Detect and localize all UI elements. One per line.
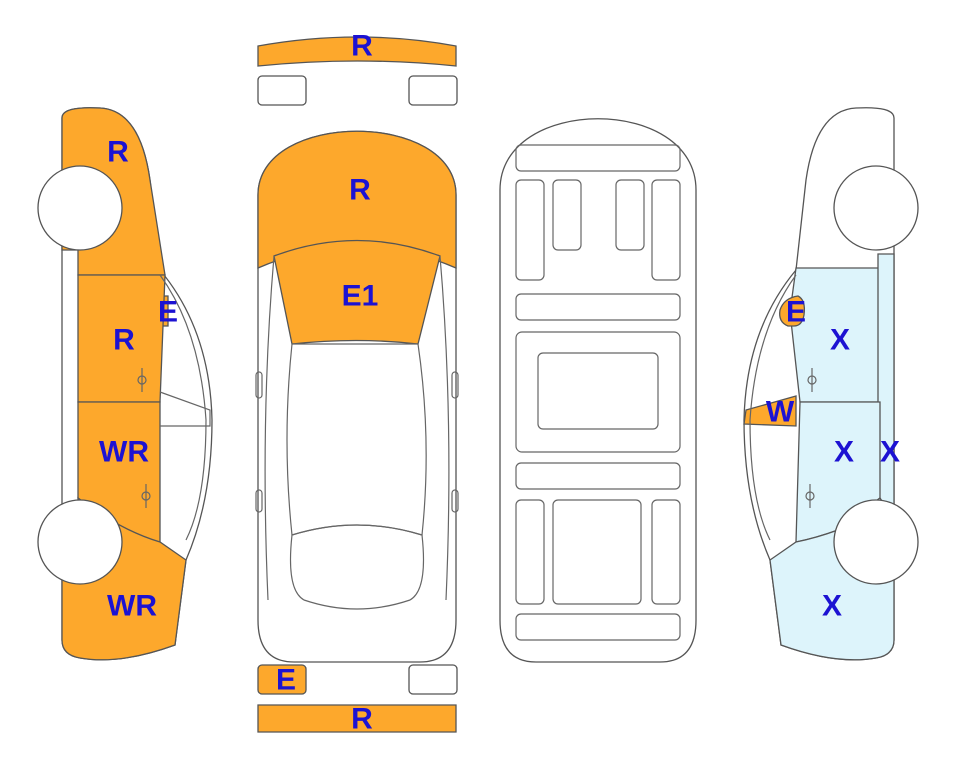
- right-mirror-top: [451, 371, 459, 399]
- left-rear-wheel[interactable]: [37, 499, 123, 585]
- left-pillar-line: [159, 274, 207, 541]
- label-rear-bumper: R: [351, 703, 373, 736]
- rear-left-lamp[interactable]: [257, 664, 307, 695]
- front-bumper[interactable]: [257, 36, 457, 67]
- left-window-line: [159, 391, 211, 427]
- left-handle-top: [255, 489, 263, 513]
- underbody-center-outer: [515, 331, 681, 453]
- underbody-mid-bar: [515, 293, 681, 321]
- underbody-center-inner: [537, 352, 659, 430]
- label-left-mirror: E: [158, 296, 178, 329]
- rear-window-outline: [289, 524, 425, 610]
- left-mirror-top: [255, 371, 263, 399]
- label-right-rear-quarter: X: [822, 590, 842, 623]
- label-right-pillar: X: [880, 436, 900, 469]
- front-left-lamp[interactable]: [257, 75, 307, 106]
- front-right-lamp[interactable]: [408, 75, 458, 106]
- underbody-seat-left: [552, 179, 582, 251]
- label-right-front-window: W: [766, 396, 795, 429]
- label-hood: R: [349, 174, 371, 207]
- right-handle-top: [451, 489, 459, 513]
- rear-right-lamp[interactable]: [408, 664, 458, 695]
- right-rear-wheel[interactable]: [833, 499, 919, 585]
- label-right-mirror: E: [786, 296, 806, 329]
- left-side-outline: [264, 255, 275, 601]
- right-mirror[interactable]: [779, 295, 806, 327]
- underbody-rear-center: [552, 499, 642, 605]
- label-left-front-door: R: [113, 324, 135, 357]
- label-right-rear-door: X: [834, 436, 854, 469]
- left-front-wheel[interactable]: [37, 165, 123, 251]
- right-front-window[interactable]: [743, 395, 797, 427]
- underbody-rear-right: [651, 499, 681, 605]
- label-right-front-door: X: [830, 324, 850, 357]
- underbody-seat-right: [615, 179, 645, 251]
- label-windshield: E1: [342, 280, 379, 313]
- right-front-wheel[interactable]: [833, 165, 919, 251]
- underbody-left-front: [515, 179, 545, 281]
- underbody-rear-panel: [515, 613, 681, 641]
- right-side-outline: [439, 255, 450, 601]
- rear-bumper[interactable]: [257, 704, 457, 733]
- label-rear-left-lamp: E: [276, 664, 296, 697]
- right-pillar-line: [749, 274, 797, 541]
- label-left-front-fender: R: [107, 136, 129, 169]
- label-left-rear-quarter: WR: [107, 590, 157, 623]
- underbody-rear-left: [515, 499, 545, 605]
- label-left-rear-door: WR: [99, 436, 149, 469]
- label-front-bumper: R: [351, 30, 373, 63]
- underbody-outline: [499, 118, 697, 663]
- underbody-rear-bar: [515, 462, 681, 490]
- underbody-front-panel: [515, 144, 681, 172]
- underbody-right-front: [651, 179, 681, 281]
